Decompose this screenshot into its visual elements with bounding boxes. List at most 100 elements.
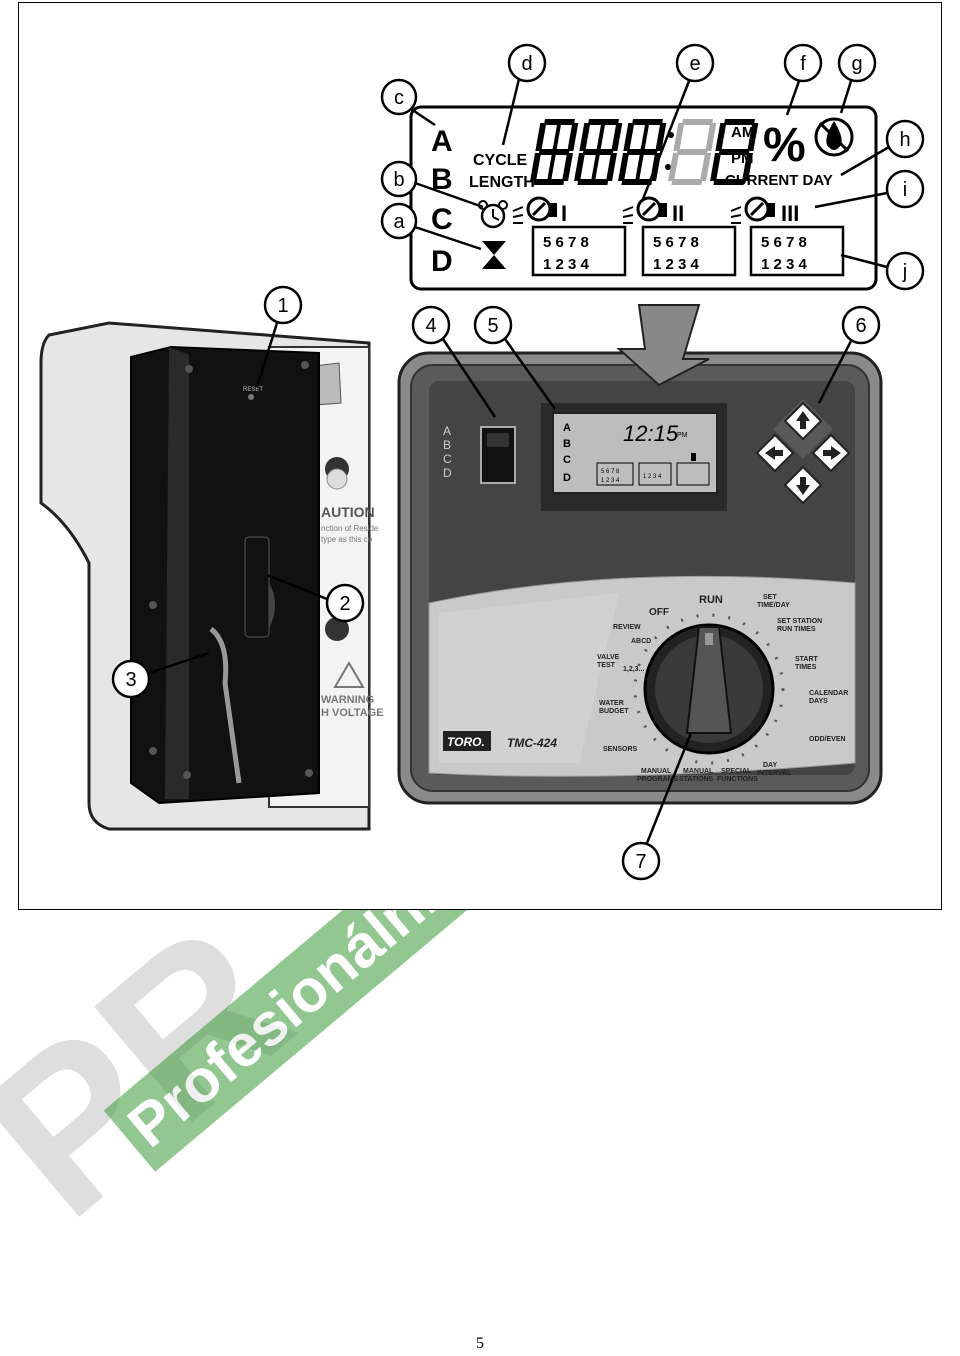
lcd-station-box-2-bottom: 1 2 3 4 — [653, 256, 700, 273]
callout-i-label: i — [903, 179, 907, 201]
cabinet-high-voltage: H VOLTAGE — [321, 707, 384, 719]
dial-label-calendar-2: DAYS — [809, 698, 828, 705]
mini-lcd-station-top: 5 6 7 8 — [601, 469, 620, 475]
callout-j-label: j — [902, 261, 907, 283]
program-selector-d: D — [443, 466, 452, 480]
callout-g-label: g — [851, 53, 862, 75]
callout-a: a — [380, 202, 482, 251]
callout-f: f — [783, 43, 823, 116]
dial-label-set-station-1: SET STATION — [777, 618, 822, 625]
mini-lcd-letter-c: C — [563, 454, 571, 466]
lcd-program-2-icon: II — [622, 196, 684, 226]
page-number: 5 — [476, 1335, 484, 1352]
dial-label-valve-test-1: VALVE — [597, 654, 620, 661]
callout-3: 3 — [111, 651, 210, 699]
callout-2: 2 — [266, 573, 365, 623]
callout-1-label: 1 — [277, 295, 288, 317]
controller-figure: A B C D CYCLE LENGTH — [39, 43, 925, 881]
lcd-percent: % — [763, 119, 806, 172]
callout-f-label: f — [800, 53, 806, 75]
up-arrow-button[interactable] — [783, 401, 823, 441]
callout-g: g — [837, 43, 877, 114]
dial-label-odd-even: ODD/EVEN — [809, 736, 846, 743]
brand-logo: TORO. — [447, 735, 485, 749]
lcd-program-1-icon: I — [512, 196, 567, 226]
cabinet-caution-line2: type as this co — [321, 535, 373, 544]
dial-label-valve-test-seq: 1,2,3... — [623, 666, 644, 673]
callout-h: h — [840, 119, 925, 177]
lcd-station-box-3: 5 6 7 8 1 2 3 4 — [749, 225, 845, 277]
lcd-station-box-2: 5 6 7 8 1 2 3 4 — [641, 225, 737, 277]
down-arrow-button[interactable] — [783, 465, 823, 505]
lcd-water-drop-icon — [814, 117, 854, 157]
open-cabinet: AUTION nction of Reside type as this co … — [39, 321, 384, 831]
dial-label-water-budget-2: BUDGET — [599, 708, 629, 715]
cabinet-caution: AUTION — [321, 504, 375, 520]
dial-label-set-time-day-1: SET — [763, 594, 777, 601]
callout-b: b — [380, 160, 484, 209]
callout-2-label: 2 — [339, 593, 350, 615]
watermark-big-text: PR — [0, 877, 332, 1262]
right-arrow-button[interactable] — [811, 433, 851, 473]
lcd-station-box-1-top: 5 6 7 8 — [543, 234, 589, 251]
lcd-program-1-numeral: I — [561, 201, 567, 226]
lcd-current-day: CURRENT DAY — [725, 172, 833, 189]
callout-1: 1 — [255, 285, 303, 388]
callout-h-label: h — [899, 129, 910, 151]
dial-label-water-budget-1: WATER — [599, 700, 624, 707]
mode-dial[interactable] — [633, 613, 785, 765]
lcd-station-box-3-top: 5 6 7 8 — [761, 234, 807, 251]
program-selector-a: A — [443, 424, 451, 438]
cabinet-warning: WARNING — [321, 694, 374, 706]
mini-lcd-letter-d: D — [563, 472, 571, 484]
dial-label-valve-test-2: TEST — [597, 662, 616, 669]
dial-label-manual-stations-2: STATIONS — [679, 776, 714, 783]
callout-5: 5 — [473, 305, 557, 410]
mini-lcd: A B C D 12:15 PM 5 6 7 8 1 2 3 4 1 2 3 4 — [541, 403, 727, 511]
callout-c-label: c — [394, 87, 404, 109]
lcd-cycle-label: CYCLE — [473, 152, 528, 169]
callout-c: c — [380, 78, 436, 127]
lcd-pm: PM — [731, 150, 754, 167]
callout-j: j — [840, 251, 925, 291]
callout-a-label: a — [393, 211, 405, 233]
callout-5-label: 5 — [487, 315, 498, 337]
lcd-program-3-numeral: III — [781, 201, 799, 226]
dial-label-set-station-2: RUN TIMES — [777, 626, 816, 633]
program-selector-b: B — [443, 438, 451, 452]
model-label: TMC-424 — [507, 736, 557, 750]
callout-d: d — [501, 43, 547, 146]
callout-6-label: 6 — [855, 315, 866, 337]
callout-7: 7 — [621, 732, 693, 881]
callout-7-label: 7 — [635, 851, 646, 873]
callout-e: e — [641, 43, 715, 200]
dial-label-run: RUN — [699, 594, 723, 606]
mini-lcd-letter-a: A — [563, 422, 571, 434]
lcd-station-box-1-bottom: 1 2 3 4 — [543, 256, 590, 273]
lcd-letter-d: D — [431, 245, 453, 278]
cabinet-caution-line1: nction of Reside — [321, 524, 379, 533]
lcd-length-label: LENGTH — [469, 174, 535, 191]
dial-label-manual-programs-2: PROGRAMS — [637, 776, 679, 783]
down-arrow-indicator — [616, 304, 710, 387]
lcd-am: AM — [731, 124, 754, 141]
mini-lcd-station-2: 1 2 3 4 — [643, 474, 662, 480]
callout-4-label: 4 — [425, 315, 436, 337]
dial-label-start-times-1: START — [795, 656, 819, 663]
callout-3-label: 3 — [125, 669, 136, 691]
callout-i: i — [814, 169, 925, 209]
dial-label-manual-stations-1: MANUAL — [683, 768, 714, 775]
lcd-station-box-3-bottom: 1 2 3 4 — [761, 256, 808, 273]
mini-lcd-time: 12:15 — [623, 421, 679, 446]
lcd-station-box-1: 5 6 7 8 1 2 3 4 — [531, 225, 627, 277]
dial-label-manual-programs-1: MANUAL — [641, 768, 672, 775]
dial-label-day-interval-1: DAY — [763, 762, 777, 769]
dial-label-day-interval-2: INTERVAL — [757, 770, 792, 777]
mini-lcd-letter-b: B — [563, 438, 571, 450]
figure-frame: A B C D CYCLE LENGTH — [18, 2, 942, 910]
lcd-detail-panel: A B C D CYCLE LENGTH — [409, 105, 878, 291]
lcd-hourglass-icon — [482, 241, 506, 269]
program-selector[interactable]: A B C D — [443, 424, 516, 484]
dial-labels: OFF RUN SET TIME/DAY SET STATION RUN TIM… — [597, 594, 848, 783]
left-arrow-button[interactable] — [755, 433, 795, 473]
